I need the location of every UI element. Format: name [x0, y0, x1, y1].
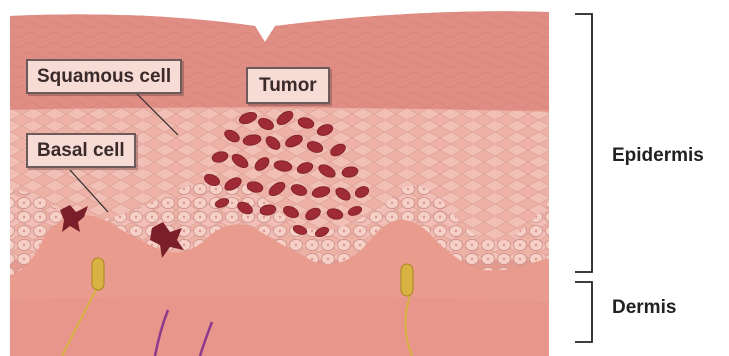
epidermis-bracket: [575, 14, 592, 272]
tumor-label: Tumor: [246, 67, 330, 104]
skin-tissue: [10, 0, 550, 356]
dermis-label: Dermis: [612, 297, 676, 319]
epidermis-label: Epidermis: [612, 145, 704, 167]
dermis-bracket: [575, 282, 592, 342]
squamous-cell-label: Squamous cell: [26, 59, 182, 94]
basal-cell-label: Basal cell: [26, 133, 136, 168]
